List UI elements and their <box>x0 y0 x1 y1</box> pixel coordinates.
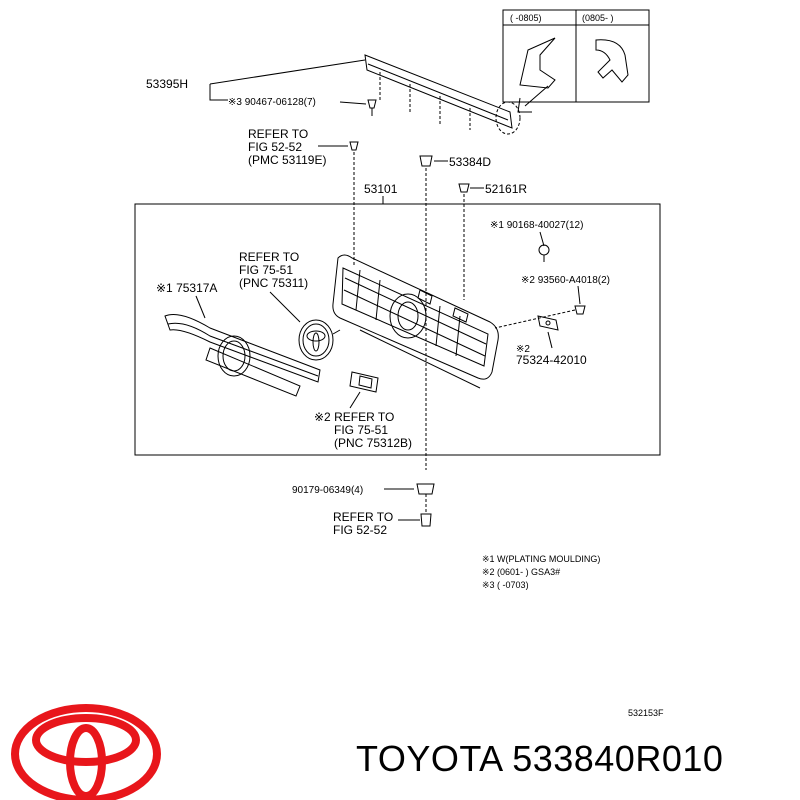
label-refer-75312-3: (PNC 75312B) <box>334 436 412 450</box>
clip-old-icon <box>519 37 556 89</box>
figure-code: 532153F <box>628 708 664 718</box>
inset-box: ( -0805) (0805- ) <box>502 9 650 103</box>
label-75317a: ※1 75317A <box>156 281 217 295</box>
clip-90467-icon <box>367 99 377 116</box>
inset-left-header: ( -0805) <box>510 13 542 23</box>
label-53384d: 53384D <box>449 155 491 169</box>
clip-new-icon <box>595 39 629 83</box>
nut-90179-icon <box>416 483 435 495</box>
toyota-emblem <box>298 319 341 361</box>
label-90179: 90179-06349(4) <box>292 485 363 496</box>
label-refer-7551-3: (PNC 75311) <box>239 276 308 290</box>
inset-right-header: (0805- ) <box>582 13 614 23</box>
screw-90168-icon <box>538 244 550 256</box>
leader-53395h <box>209 84 228 101</box>
label-refer-52-bot-1: REFER TO <box>333 510 393 524</box>
toyota-logo-icon <box>11 704 161 800</box>
label-75324-a: ※2 <box>516 344 530 355</box>
note-2: ※2 (0601- ) GSA3# <box>482 567 560 577</box>
plating-moulding <box>164 314 321 397</box>
moulding-strip <box>364 54 521 135</box>
part-number-title: TOYOTA 533840R010 <box>356 738 724 779</box>
plate-75312-icon <box>349 371 379 393</box>
note-3: ※3 ( -0703) <box>482 580 529 590</box>
bolt-top-icon <box>349 141 359 151</box>
label-refer-52-top-2: FIG 52-52 <box>248 140 302 154</box>
label-75324-b: 75324-42010 <box>516 353 587 367</box>
arrow-indicator-icon <box>517 85 549 113</box>
label-52161r: 52161R <box>485 182 527 196</box>
screw-93560-icon <box>574 305 586 315</box>
label-refer-75312-1: ※2 REFER TO <box>314 410 394 424</box>
grille-assembly <box>332 254 499 389</box>
label-refer-7551-1: REFER TO <box>239 250 299 264</box>
label-53101: 53101 <box>364 182 398 196</box>
label-53395h: 53395H <box>146 77 188 91</box>
clip-53384d-icon <box>419 155 433 167</box>
label-90467: ※3 90467-06128(7) <box>228 97 316 108</box>
label-refer-52-top-1: REFER TO <box>248 127 308 141</box>
label-refer-75312-2: FIG 75-51 <box>334 423 388 437</box>
label-refer-52-top-3: (PMC 53119E) <box>248 153 326 167</box>
bracket-75324-icon <box>537 315 559 331</box>
label-refer-52-bot-2: FIG 52-52 <box>333 523 387 537</box>
note-1: ※1 W(PLATING MOULDING) <box>482 554 600 564</box>
bolt-bottom-icon <box>420 513 432 527</box>
clip-52161r-icon <box>458 183 470 193</box>
label-90168: ※1 90168-40027(12) <box>490 220 583 231</box>
label-93560: ※2 93560-A4018(2) <box>521 275 610 286</box>
label-refer-7551-2: FIG 75-51 <box>239 263 293 277</box>
assembly-box <box>134 203 661 456</box>
